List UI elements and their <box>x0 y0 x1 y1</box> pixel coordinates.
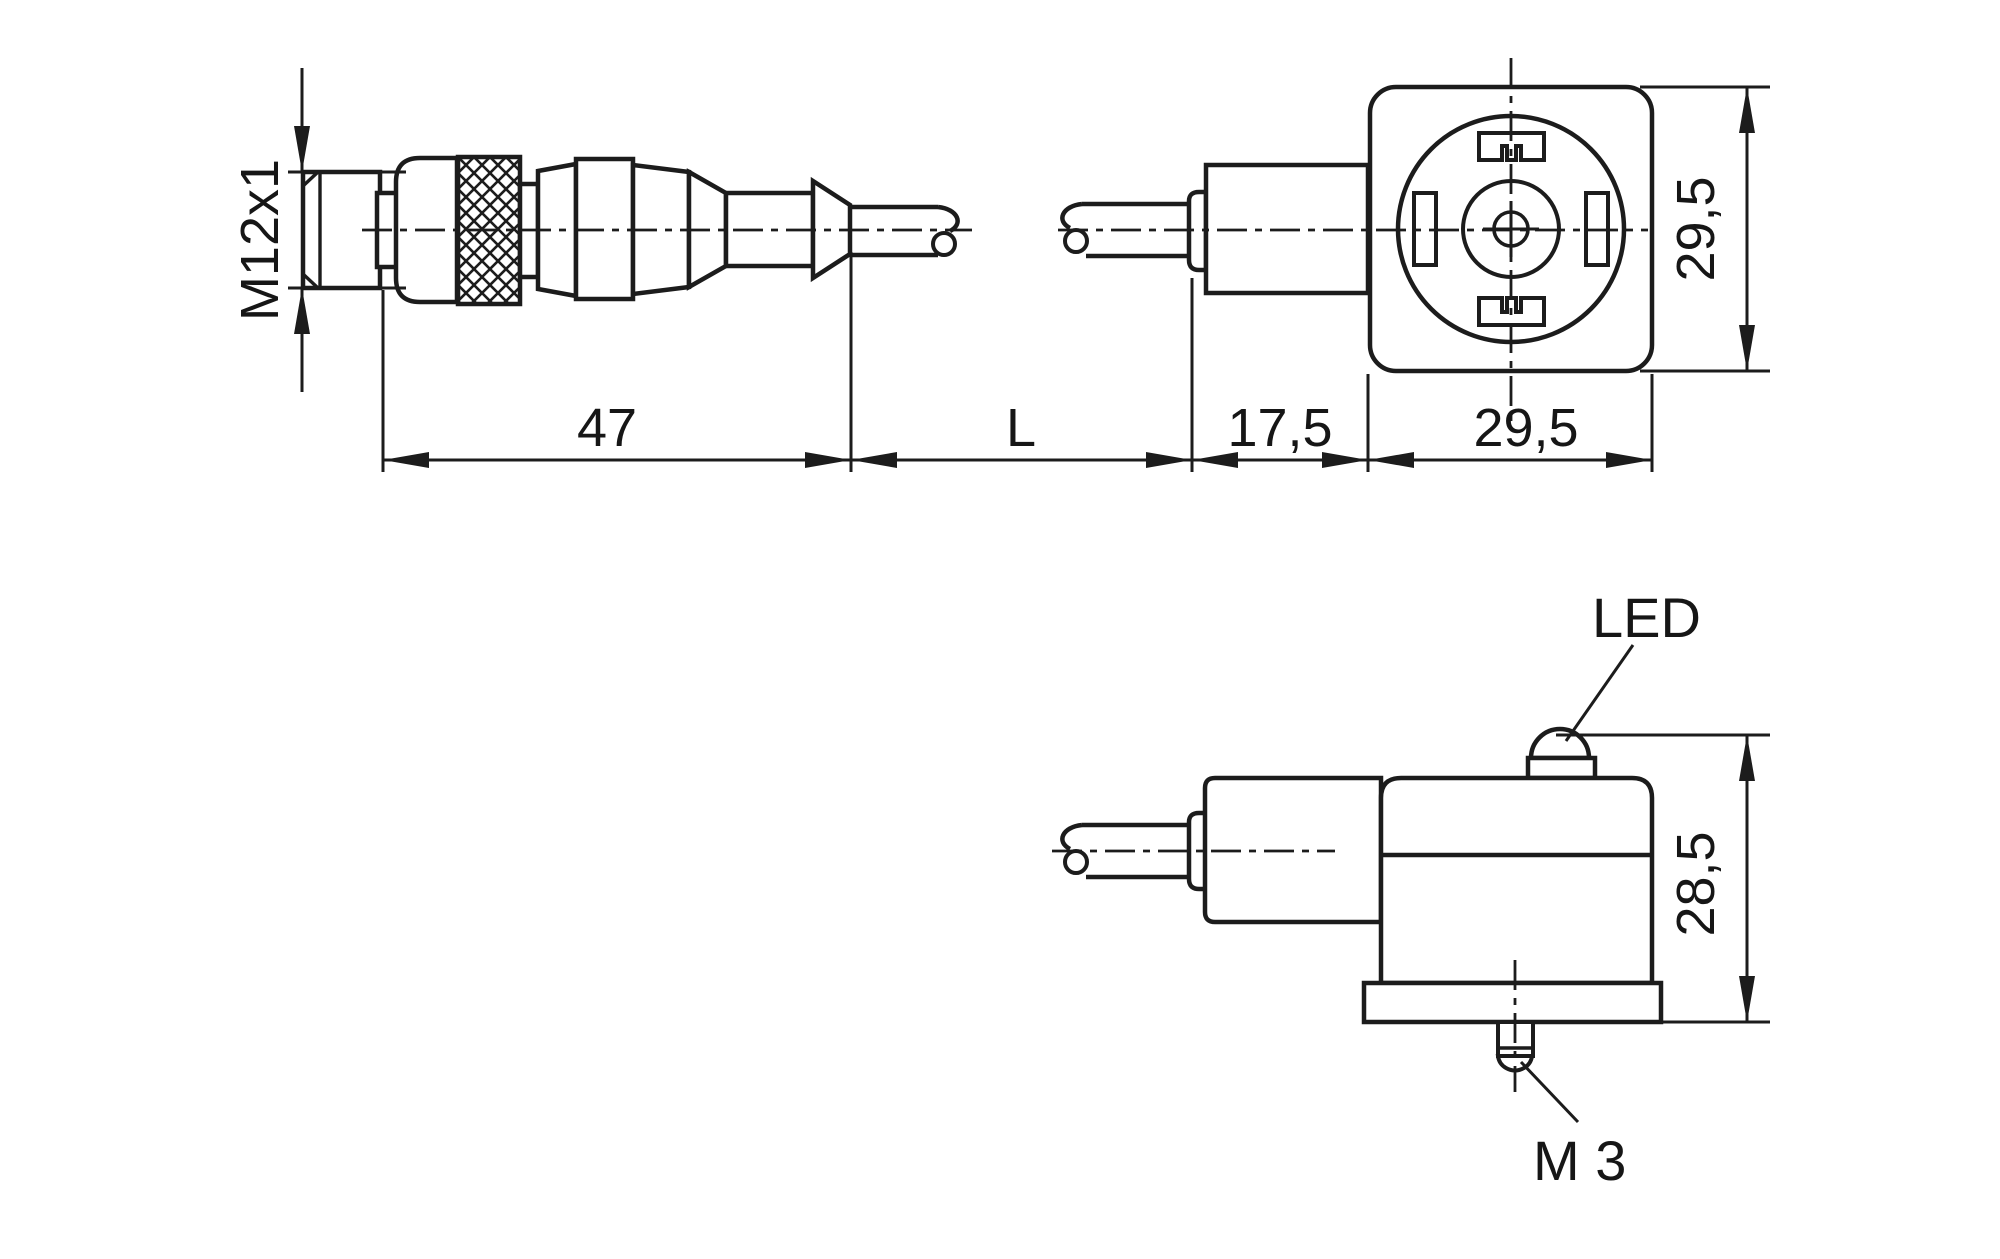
led-pedestal <box>1525 755 1598 781</box>
dimension-L-label: L <box>1006 398 1036 458</box>
cable-break-curl <box>1060 822 1083 852</box>
dimension-29-5-height: 29,5 <box>1640 85 1770 373</box>
cable-break-curl <box>937 204 960 234</box>
plug-base-plate <box>1361 980 1664 1025</box>
cable-break-loop <box>1063 228 1089 254</box>
cable-segment-left <box>850 204 960 258</box>
thread-chamfer-top <box>301 170 320 188</box>
dimension-28-5: 28,5 <box>1556 733 1770 1024</box>
m3-leader-line <box>1519 1060 1580 1124</box>
dimension-17-5-label: 17,5 <box>1227 398 1332 458</box>
thread-chamfer-bottom <box>301 272 320 290</box>
m12-thread-label: M12x1 <box>230 159 290 321</box>
dimension-29-5-width-label: 29,5 <box>1473 398 1578 458</box>
dimension-28-5-label: 28,5 <box>1666 831 1726 936</box>
cable-break-loop <box>1063 849 1089 875</box>
dimension-47-label: 47 <box>577 398 637 458</box>
led-dome <box>1528 726 1592 761</box>
cable-break-curl <box>1060 201 1083 231</box>
cable-break-loop <box>931 231 957 257</box>
dimension-29-5-height-label: 29,5 <box>1666 176 1726 281</box>
cable-gland <box>1186 189 1209 273</box>
valve-plug-side-view <box>1060 162 1371 296</box>
contact-blade-top <box>1477 131 1546 162</box>
valve-plug-rotated-side-view: LED M 3 28,5 <box>1052 586 1770 1192</box>
m3-label: M 3 <box>1533 1129 1626 1192</box>
cable-segment-right <box>1060 201 1190 259</box>
dimension-row: 47 L 17,5 29,5 <box>381 252 1654 472</box>
plug-housing <box>1378 775 1655 986</box>
led-leader-line <box>1564 644 1635 742</box>
cable-segment <box>1060 822 1190 880</box>
dimension-m12-thread: M12x1 <box>230 68 406 392</box>
led-label: LED <box>1592 586 1701 649</box>
